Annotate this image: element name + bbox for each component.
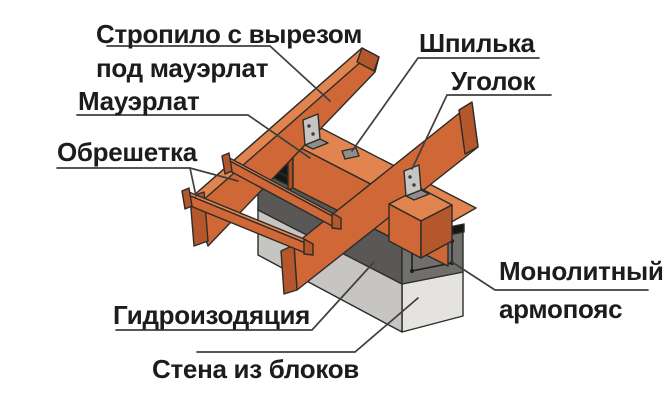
leader-belt <box>451 261 649 291</box>
leader-waterproofing <box>115 261 375 331</box>
label-angle-bracket: Уголок <box>451 66 536 96</box>
lathing-batten-upper <box>221 152 342 230</box>
batten-end <box>221 152 233 175</box>
angle-bracket-right <box>403 164 430 201</box>
label-stud: Шпилька <box>419 28 535 58</box>
bracket-hole <box>307 124 311 128</box>
leader-lathing-2 <box>189 167 197 197</box>
label-belt-line2: армопояс <box>499 294 623 324</box>
label-waterproofing: Гидроизодяция <box>113 300 311 330</box>
label-mauerlat: Мауэрлат <box>78 86 200 116</box>
rafter-left-head-end <box>356 47 380 72</box>
leader-bracket <box>411 94 552 170</box>
label-wall: Стена из блоков <box>152 354 359 384</box>
leader-rafter <box>106 45 331 102</box>
rafter-right-tail-end <box>280 244 298 295</box>
batten-end <box>181 187 193 210</box>
leader-lines <box>56 45 649 353</box>
batten-end <box>303 238 314 256</box>
label-lathing: Обрешетка <box>57 137 197 167</box>
leader-lathing-1 <box>56 167 239 182</box>
end-block-right <box>420 204 453 259</box>
label-rafter-line2: под мауэрлат <box>96 53 269 83</box>
bracket-left-plate <box>302 113 321 146</box>
stud <box>341 147 360 160</box>
lathing-batten-lower <box>181 187 314 256</box>
leader-mauerlat <box>76 114 311 159</box>
bracket-hole <box>311 132 315 136</box>
batten-end <box>331 212 342 230</box>
bracket-right-plate <box>403 164 422 197</box>
leader-stud <box>351 57 540 152</box>
angle-bracket-left <box>302 113 329 150</box>
label-belt-line1: Монолитный <box>499 256 664 286</box>
rafter-right-head-end <box>458 101 479 155</box>
bracket-hole <box>408 175 412 179</box>
bracket-hole <box>412 183 416 187</box>
rafter-right <box>280 101 479 295</box>
mauerlat-end-block <box>388 187 453 259</box>
label-rafter-line1: Стропило с вырезом <box>96 19 363 49</box>
leader-wall <box>196 297 419 353</box>
